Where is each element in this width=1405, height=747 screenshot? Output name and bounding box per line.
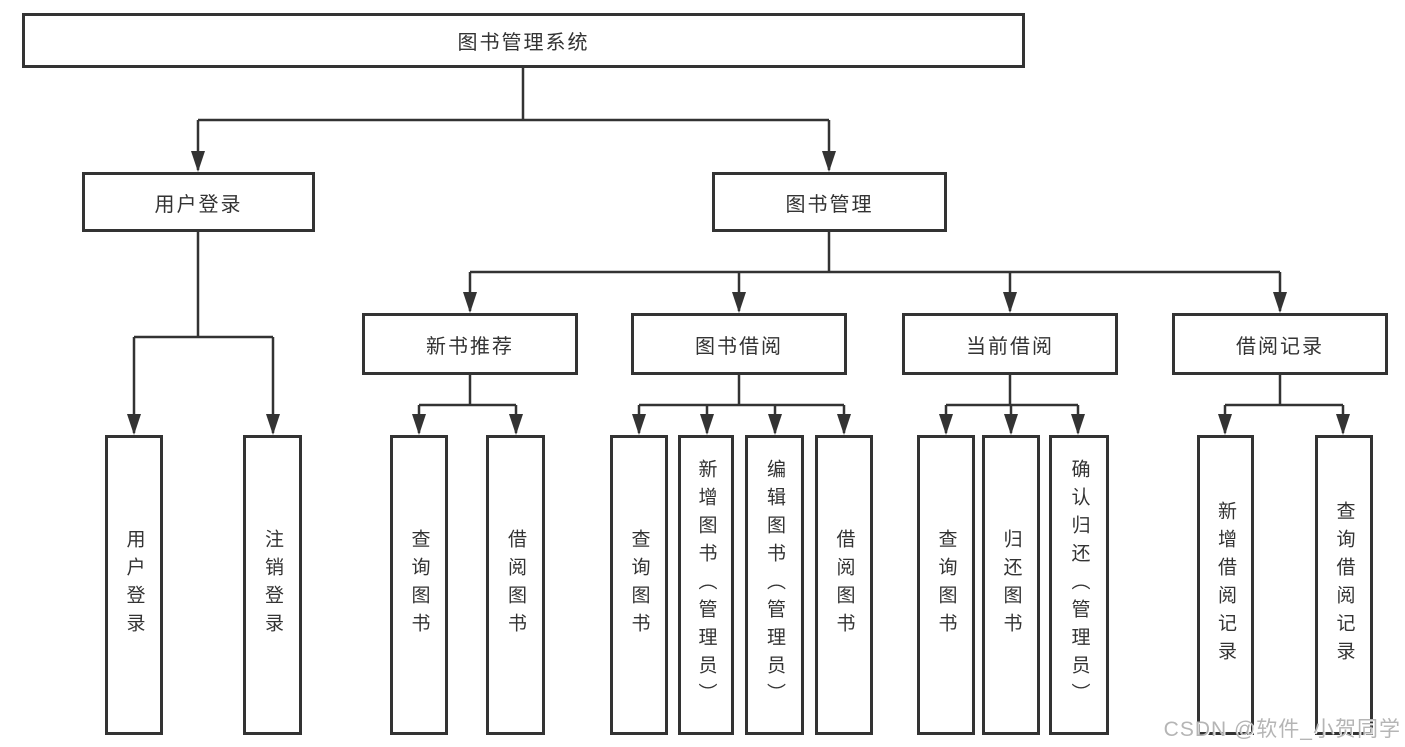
node-label: 新增借阅记录	[1215, 501, 1236, 669]
connector-user-login-branch	[127, 232, 280, 435]
arrow-down-icon	[1071, 414, 1085, 435]
node-label: 查询图书	[408, 529, 430, 641]
node-label: 借阅记录	[1236, 335, 1324, 358]
connector-borrow-records-branch	[1218, 375, 1350, 435]
node-book-management: 图书管理	[712, 172, 947, 232]
node-label: 用户登录	[123, 529, 145, 641]
leaf-query-books-current: 查询图书	[917, 435, 975, 735]
connector-book-borrowing-branch	[632, 375, 851, 435]
node-label: 图书管理系统	[457, 32, 590, 54]
arrow-down-icon	[837, 414, 851, 435]
arrow-down-icon	[1336, 414, 1350, 435]
leaf-query-books-recommend: 查询图书	[390, 435, 448, 735]
leaf-query-books-borrowing: 查询图书	[610, 435, 668, 735]
leaf-user-login: 用户登录	[105, 435, 163, 735]
leaf-return-books: 归还图书	[982, 435, 1040, 735]
leaf-borrow-books-recommend: 借阅图书	[486, 435, 545, 735]
connector-new-book-recommend-branch	[412, 375, 523, 435]
arrow-down-icon	[732, 292, 746, 313]
node-label: 借阅图书	[505, 529, 526, 641]
node-new-book-recommend: 新书推荐	[362, 313, 578, 375]
node-label: 新书推荐	[426, 335, 514, 358]
node-label: 查询图书	[935, 529, 957, 641]
leaf-logout: 注销登录	[243, 435, 302, 735]
arrow-down-icon	[266, 414, 280, 435]
node-book-management-system: 图书管理系统	[22, 13, 1025, 68]
arrow-down-icon	[632, 414, 646, 435]
node-label: 当前借阅	[966, 335, 1054, 358]
node-user-login: 用户登录	[82, 172, 315, 232]
arrow-down-icon	[1218, 414, 1232, 435]
node-label: 用户登录	[154, 193, 243, 216]
watermark: CSDN @软件_小贺同学	[1163, 718, 1401, 741]
leaf-borrow-books: 借阅图书	[815, 435, 873, 735]
arrow-down-icon	[700, 414, 714, 435]
arrow-down-icon	[768, 414, 782, 435]
node-label: 新增图书（管理员）	[695, 459, 717, 711]
node-label: 借阅图书	[833, 529, 855, 641]
node-label: 图书管理	[785, 193, 874, 216]
arrow-down-icon	[509, 414, 523, 435]
arrow-down-icon	[1004, 414, 1018, 435]
node-label: 查询借阅记录	[1333, 501, 1355, 669]
arrow-down-icon	[412, 414, 426, 435]
leaf-add-borrow-record: 新增借阅记录	[1197, 435, 1254, 735]
arrow-down-icon	[127, 414, 141, 435]
leaf-edit-books-admin: 编辑图书（管理员）	[745, 435, 804, 735]
arrow-down-icon	[822, 151, 836, 172]
connector-book-management-branch	[463, 232, 1287, 313]
node-book-borrowing: 图书借阅	[631, 313, 847, 375]
arrow-down-icon	[1273, 292, 1287, 313]
leaf-query-borrow-record: 查询借阅记录	[1315, 435, 1373, 735]
node-current-borrowing: 当前借阅	[902, 313, 1118, 375]
node-label: 注销登录	[262, 529, 283, 641]
arrow-down-icon	[463, 292, 477, 313]
node-borrow-records: 借阅记录	[1172, 313, 1388, 375]
node-label: 确认归还（管理员）	[1068, 459, 1090, 711]
node-label: 查询图书	[628, 529, 650, 641]
arrow-down-icon	[939, 414, 953, 435]
node-label: 编辑图书（管理员）	[764, 459, 785, 711]
connector-root-to-level2	[191, 68, 836, 172]
arrow-down-icon	[1003, 292, 1017, 313]
leaf-add-books-admin: 新增图书（管理员）	[678, 435, 734, 735]
node-label: 归还图书	[1000, 529, 1022, 641]
node-label: 图书借阅	[695, 335, 783, 358]
connector-current-borrowing-branch	[939, 375, 1085, 435]
leaf-confirm-return-admin: 确认归还（管理员）	[1049, 435, 1109, 735]
arrow-down-icon	[191, 151, 205, 172]
